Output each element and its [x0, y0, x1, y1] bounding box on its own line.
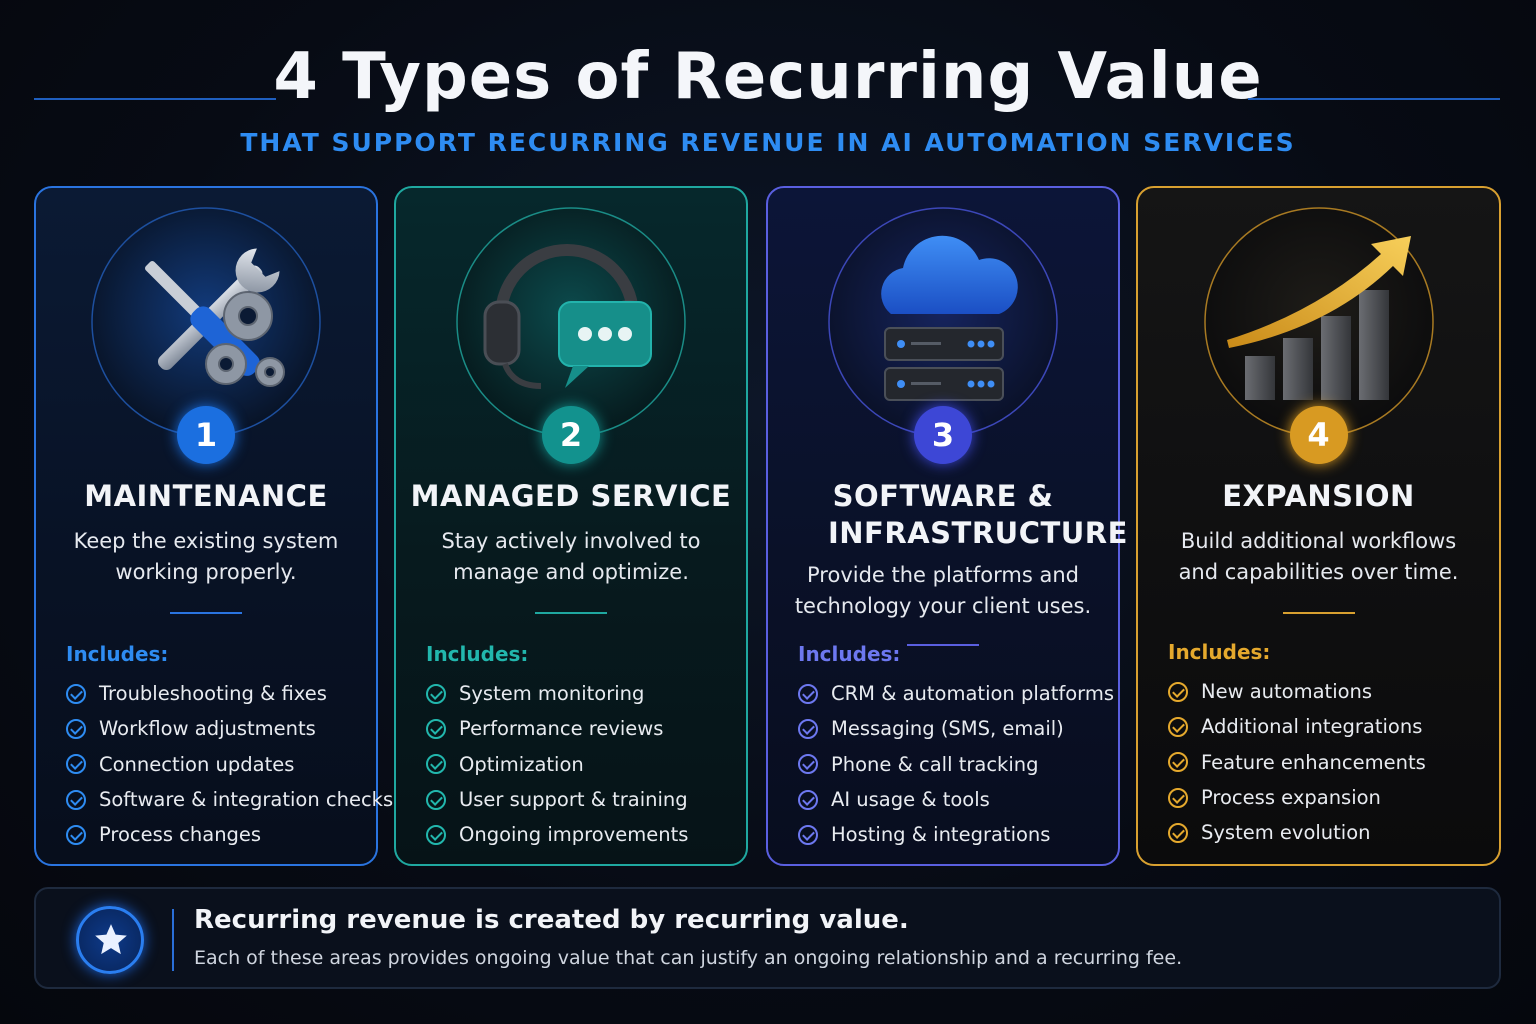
card-description: Stay actively involved to manage and opt…: [441, 529, 701, 584]
card-number-badge: 1: [177, 406, 235, 464]
check-icon: [426, 789, 446, 810]
card-divider: [535, 612, 607, 614]
list-item: Ongoing improvements: [426, 817, 738, 852]
check-icon: [1168, 752, 1188, 773]
footer-callout: Recurring revenue is created by recurrin…: [34, 887, 1501, 989]
card-divider: [907, 644, 979, 646]
card-software-infrastructure: 3 SOFTWARE & INFRASTRUCTURE Provide the …: [766, 186, 1128, 866]
check-icon: [798, 754, 818, 775]
card-number-badge: 3: [914, 406, 972, 464]
check-icon: [1168, 716, 1188, 737]
star-icon: [76, 906, 144, 974]
card-expansion: 4 EXPANSION Build additional workflows a…: [1136, 186, 1501, 866]
title-rule-right: [1248, 98, 1500, 100]
footer-text: Each of these areas provides ongoing val…: [194, 947, 1183, 969]
check-icon: [66, 683, 86, 704]
check-icon: [66, 754, 86, 775]
list-item: Workflow adjustments: [66, 711, 368, 746]
includes-list: New automations Additional integrations …: [1168, 674, 1491, 850]
footer-headline: Recurring revenue is created by recurrin…: [194, 905, 909, 935]
list-item: Messaging (SMS, email): [798, 711, 1110, 746]
cloud-server-icon: [827, 206, 1059, 438]
list-item: Troubleshooting & fixes: [66, 676, 368, 711]
headset-chat-icon: [455, 206, 687, 438]
page-subtitle: THAT SUPPORT RECURRING REVENUE IN AI AUT…: [240, 128, 1296, 157]
check-icon: [1168, 787, 1188, 808]
check-icon: [1168, 681, 1188, 702]
check-icon: [1168, 822, 1188, 843]
card-description: Keep the existing system working properl…: [73, 529, 339, 584]
check-icon: [798, 683, 818, 704]
check-icon: [426, 824, 446, 845]
card-maintenance: 1 MAINTENANCE Keep the existing system w…: [34, 186, 393, 866]
card-title: EXPANSION: [1222, 479, 1415, 513]
page-title: 4 Types of Recurring Value: [273, 40, 1263, 114]
includes-list: Troubleshooting & fixes Workflow adjustm…: [66, 676, 393, 852]
title-rule-left: [34, 98, 276, 100]
includes-label: Includes:: [1168, 640, 1271, 664]
includes-list: CRM & automation platforms Messaging (SM…: [798, 676, 1114, 852]
check-icon: [426, 754, 446, 775]
list-item: CRM & automation platforms: [798, 676, 1114, 711]
card-divider: [170, 612, 242, 614]
header: 4 Types of Recurring Value THAT SUPPORT …: [0, 0, 1536, 170]
card-title: MANAGED SERVICE: [410, 479, 732, 513]
growth-chart-arrow-icon: [1203, 206, 1435, 438]
card-title: SOFTWARE & INFRASTRUCTURE: [828, 479, 1128, 550]
check-icon: [798, 718, 818, 739]
includes-list: System monitoring Performance reviews Op…: [426, 676, 738, 852]
list-item: Performance reviews: [426, 711, 738, 746]
check-icon: [798, 824, 818, 845]
check-icon: [66, 789, 86, 810]
list-item: AI usage & tools: [798, 782, 1110, 817]
list-item: Process changes: [66, 817, 368, 852]
footer-divider: [172, 909, 174, 971]
includes-label: Includes:: [66, 642, 169, 666]
includes-label: Includes:: [798, 642, 901, 666]
card-number-badge: 4: [1289, 406, 1348, 464]
check-icon: [426, 718, 446, 739]
check-icon: [66, 718, 86, 739]
list-item: Feature enhancements: [1168, 745, 1491, 780]
card-divider: [1282, 612, 1355, 614]
list-item: Optimization: [426, 747, 738, 782]
includes-label: Includes:: [426, 642, 529, 666]
wrench-screwdriver-gears-icon: [90, 206, 322, 438]
list-item: Process expansion: [1168, 780, 1491, 815]
check-icon: [426, 683, 446, 704]
list-item: Phone & call tracking: [798, 747, 1110, 782]
list-item: Additional integrations: [1168, 709, 1491, 744]
list-item: System monitoring: [426, 676, 738, 711]
card-managed-service: 2 MANAGED SERVICE Stay actively involved…: [394, 186, 748, 866]
list-item: New automations: [1168, 674, 1491, 709]
card-number-badge: 2: [542, 406, 600, 464]
list-item: Connection updates: [66, 747, 368, 782]
card-description: Build additional workflows and capabilit…: [1178, 529, 1459, 584]
list-item: Software & integration checks: [66, 782, 393, 817]
card-title: MAINTENANCE: [84, 479, 328, 513]
list-item: System evolution: [1168, 815, 1491, 850]
list-item: Hosting & integrations: [798, 817, 1110, 852]
check-icon: [798, 789, 818, 810]
card-description: Provide the platforms and technology you…: [794, 563, 1092, 618]
check-icon: [66, 824, 86, 845]
list-item: User support & training: [426, 782, 738, 817]
